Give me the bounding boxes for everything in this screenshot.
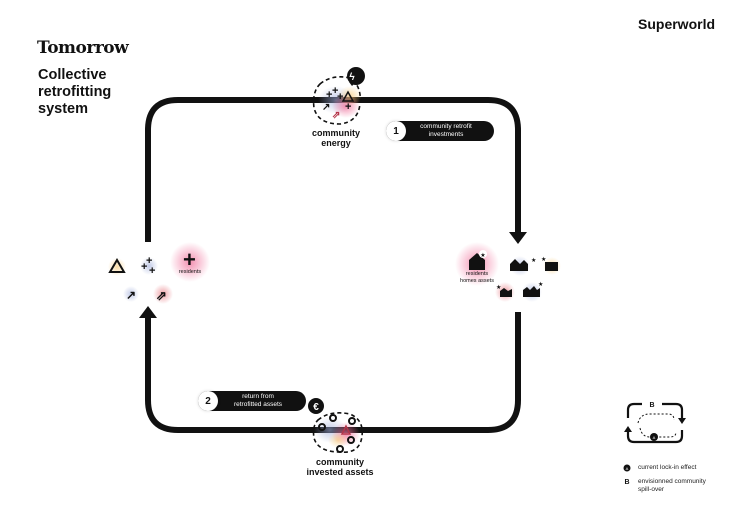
legend-item-a: current lock-in effect bbox=[638, 464, 697, 471]
label-line: homes assets bbox=[460, 278, 494, 284]
svg-text:ϟ: ϟ bbox=[349, 72, 355, 83]
svg-text:B: B bbox=[649, 402, 654, 409]
svg-text:★: ★ bbox=[541, 256, 546, 263]
svg-text:+: + bbox=[146, 255, 152, 267]
residents-homes-assets-label: residents homes assets bbox=[452, 271, 502, 285]
legend-item-b: envisionned community spill-over bbox=[638, 478, 706, 494]
flow-2-pill: return from retrofitted assets bbox=[198, 391, 306, 411]
flow-label-line: return from bbox=[242, 393, 274, 400]
label-line: community bbox=[311, 128, 360, 138]
flow-label-line: retrofitted assets bbox=[233, 401, 283, 408]
flow-2-number: 2 bbox=[198, 391, 218, 411]
brand-logo: Tomorrow bbox=[37, 38, 129, 58]
title-line: retrofitting bbox=[38, 84, 112, 100]
svg-text:€: € bbox=[313, 402, 319, 413]
svg-text:⇗: ⇗ bbox=[332, 110, 340, 121]
partner-logo: Superworld bbox=[638, 16, 716, 32]
svg-text:A: A bbox=[626, 466, 629, 471]
svg-text:★: ★ bbox=[531, 257, 536, 264]
community-energy-label: community energy bbox=[300, 128, 372, 148]
svg-text:+: + bbox=[326, 89, 332, 101]
lightning-icon bbox=[347, 67, 365, 85]
svg-text:⇗: ⇗ bbox=[156, 288, 167, 303]
svg-text:★: ★ bbox=[496, 284, 501, 291]
legend-diagram: B A A B bbox=[623, 398, 686, 486]
label-line: invested assets bbox=[306, 467, 374, 477]
residents-cluster: + + + + ↗ ⇗ bbox=[108, 242, 210, 304]
label-line: community bbox=[315, 457, 364, 467]
label-line: energy bbox=[321, 138, 351, 148]
svg-text:↗: ↗ bbox=[126, 288, 136, 302]
flow-path-bottom bbox=[145, 312, 521, 433]
svg-text:↗: ↗ bbox=[322, 102, 330, 113]
svg-text:+: + bbox=[345, 101, 351, 113]
label-line: residents bbox=[465, 271, 489, 277]
legend-line: spill-over bbox=[638, 486, 665, 493]
title-line: Collective bbox=[38, 67, 107, 83]
page-title: Collective retrofitting system bbox=[38, 67, 111, 118]
arrow-head-left-up bbox=[139, 306, 157, 318]
svg-text:B: B bbox=[624, 479, 629, 486]
community-invested-assets-node: € bbox=[308, 398, 364, 453]
svg-text:+: + bbox=[141, 261, 147, 273]
svg-text:+: + bbox=[337, 91, 343, 103]
svg-text:★: ★ bbox=[480, 252, 485, 259]
legend-line: envisionned community bbox=[638, 478, 706, 485]
plus-icon: + bbox=[183, 247, 196, 272]
residents-label: residents bbox=[178, 269, 202, 275]
svg-text:+: + bbox=[332, 85, 338, 97]
homes-cluster: ★ ★ ★ ★ ★ bbox=[455, 242, 561, 302]
flow-1-pill: community retrofit investments bbox=[386, 121, 494, 141]
svg-text:★: ★ bbox=[538, 281, 543, 288]
svg-text:+: + bbox=[149, 265, 155, 277]
flow-label-line: community retrofit bbox=[420, 123, 472, 130]
flow-1-number: 1 bbox=[386, 121, 406, 141]
community-energy-node: + + + + ↗ ⇗ ϟ bbox=[312, 67, 365, 125]
title-line: system bbox=[38, 101, 88, 117]
flow-label-line: investments bbox=[428, 131, 464, 138]
euro-icon bbox=[308, 398, 324, 414]
community-invested-assets-label: community invested assets bbox=[290, 457, 390, 477]
arrow-head-right-down bbox=[509, 232, 527, 244]
svg-text:A: A bbox=[653, 435, 656, 440]
